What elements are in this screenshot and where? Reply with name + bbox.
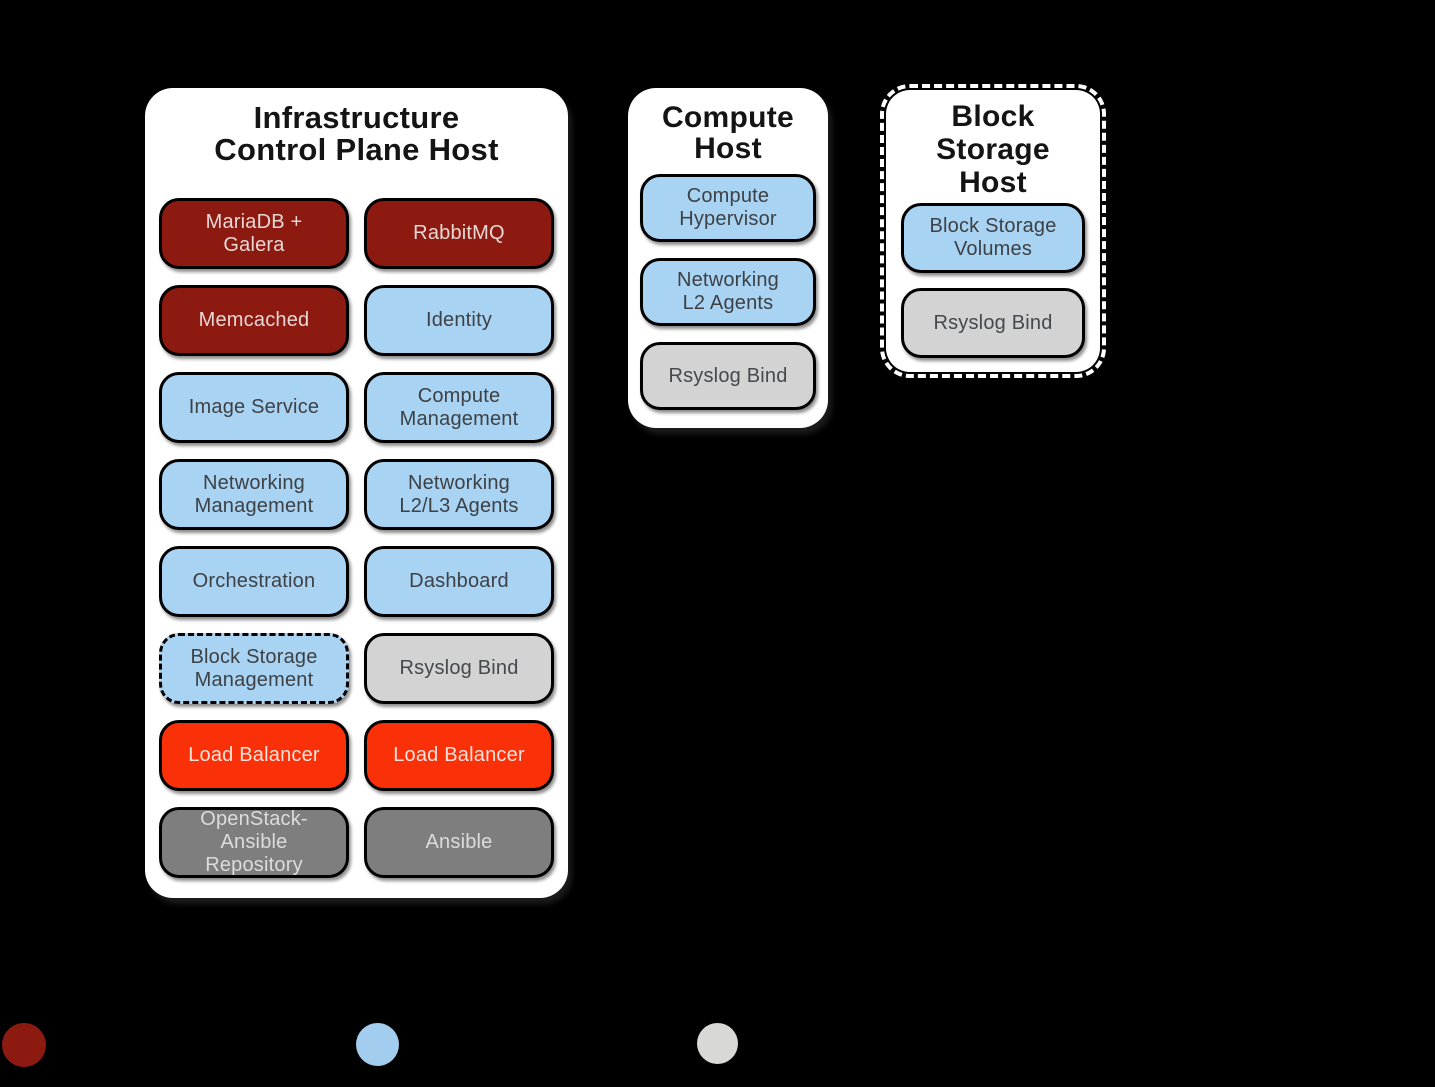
service-box-mariadb-galera: MariaDB + Galera (159, 198, 349, 269)
service-box-block-storage-management: Block Storage Management (159, 633, 349, 704)
service-box-openstack-ansible-repository: OpenStack- Ansible Repository (159, 807, 349, 878)
panel-block-storage-host: Block Storage Host Block Storage Volumes… (880, 84, 1106, 378)
service-box-memcached: Memcached (159, 285, 349, 356)
service-box-image-service: Image Service (159, 372, 349, 443)
block-storage-service-stack: Block Storage Volumes Rsyslog Bind (901, 203, 1085, 358)
service-box-compute-management: Compute Management (364, 372, 554, 443)
service-box-compute-hypervisor: Compute Hypervisor (640, 174, 816, 242)
panel-infrastructure-control-plane-host: Infrastructure Control Plane Host MariaD… (145, 88, 568, 898)
legend-dot-light-blue (356, 1023, 399, 1066)
service-box-load-balancer-2: Load Balancer (364, 720, 554, 791)
service-box-identity: Identity (364, 285, 554, 356)
legend-dot-dark-red (2, 1023, 46, 1067)
service-label: Load Balancer (393, 744, 525, 766)
service-label: Compute Management (399, 384, 519, 430)
panel-compute-host: Compute Host Compute Hypervisor Networki… (628, 88, 828, 428)
service-label: Orchestration (192, 570, 316, 592)
service-label: Rsyslog Bind (399, 657, 519, 679)
infrastructure-service-grid: MariaDB + Galera RabbitMQ Memcached Iden… (159, 198, 554, 878)
service-label: Block Storage Management (190, 645, 318, 691)
service-label: Compute Hypervisor (679, 185, 777, 230)
service-label: Identity (425, 309, 493, 331)
service-box-load-balancer-1: Load Balancer (159, 720, 349, 791)
panel-title-infrastructure: Infrastructure Control Plane Host (214, 100, 499, 167)
service-label: Ansible (425, 831, 493, 853)
service-label: Block Storage Volumes (929, 215, 1057, 260)
service-label: Networking Management (194, 471, 314, 517)
service-label: Memcached (198, 309, 310, 331)
service-label: OpenStack- Ansible Repository (200, 808, 308, 876)
service-box-networking-l2-l3-agents: Networking L2/L3 Agents (364, 459, 554, 530)
compute-service-stack: Compute Hypervisor Networking L2 Agents … (640, 174, 816, 410)
legend-dot-light-gray (697, 1023, 738, 1064)
service-box-orchestration: Orchestration (159, 546, 349, 617)
service-box-networking-l2-agents: Networking L2 Agents (640, 258, 816, 326)
service-box-rsyslog-bind-block-storage: Rsyslog Bind (901, 288, 1085, 358)
service-label: Networking L2/L3 Agents (399, 471, 519, 517)
service-label: RabbitMQ (413, 222, 505, 244)
service-box-dashboard: Dashboard (364, 546, 554, 617)
service-box-rsyslog-bind-compute: Rsyslog Bind (640, 342, 816, 410)
service-box-networking-management: Networking Management (159, 459, 349, 530)
service-label: Dashboard (409, 570, 509, 592)
service-box-ansible: Ansible (364, 807, 554, 878)
panel-title-compute-host: Compute Host (661, 101, 795, 165)
panel-title-block-storage-host: Block Storage Host (936, 100, 1050, 199)
service-label: Load Balancer (188, 744, 320, 766)
service-label: MariaDB + Galera (205, 210, 303, 256)
service-label: Rsyslog Bind (668, 364, 788, 387)
service-label: Image Service (188, 396, 320, 418)
service-box-rsyslog-bind-infra: Rsyslog Bind (364, 633, 554, 704)
service-label: Networking L2 Agents (676, 269, 780, 314)
service-box-rabbitmq: RabbitMQ (364, 198, 554, 269)
service-box-block-storage-volumes: Block Storage Volumes (901, 203, 1085, 273)
service-label: Rsyslog Bind (933, 311, 1053, 334)
